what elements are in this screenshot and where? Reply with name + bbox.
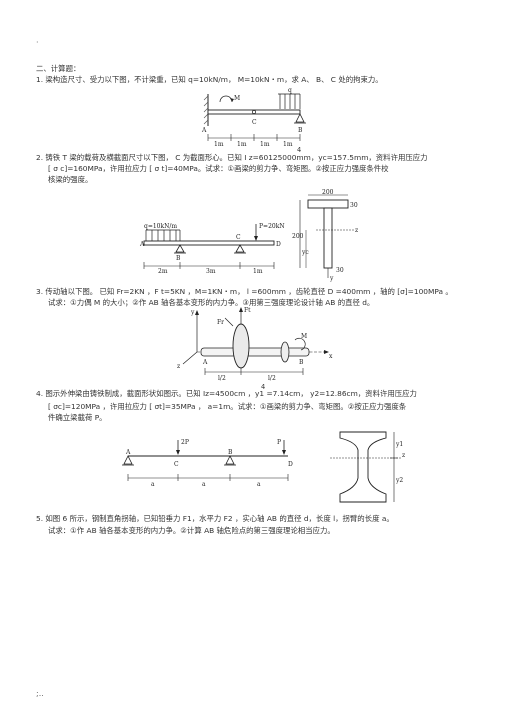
p3-axis-z: z xyxy=(177,363,180,370)
p3-axis-y: y xyxy=(190,309,195,316)
p4-sec-y1: y1 xyxy=(395,441,403,448)
p2-sec-yc: yc xyxy=(301,249,309,256)
p2-label-D: D xyxy=(276,241,281,248)
p1-label-B: B xyxy=(298,127,303,134)
problem-3-line-2: 试求：①力偶 M 的大小；②作 AB 轴各基本变形的内力争。③用第三强度理论设计… xyxy=(48,298,375,307)
p3-axis-x: x xyxy=(329,353,333,360)
p4-label-A: A xyxy=(125,449,131,456)
p4-label-B: B xyxy=(228,449,233,456)
p2-sec-z: z xyxy=(355,227,358,234)
problem-2-line-1: 2. 铸铁 T 梁的载荷及横截面尺寸以下图， C 为截面形心。已知 I z=60… xyxy=(36,153,428,162)
p2-sec-width: 200 xyxy=(322,189,334,196)
problem-3-line-1: 3. 传动轴以下图。 已知 Fr=2KN ，F t=5KN ，M=1KN・m， … xyxy=(36,287,453,296)
problem-2-beam-figure: q=10kN/m P=20kN A B C D 2m 3m 1m xyxy=(139,223,285,275)
p3-label-A: A xyxy=(202,359,208,366)
problem-4-sup: 4 xyxy=(261,383,266,391)
p2-label-C: C xyxy=(236,234,241,241)
section-title: 二、计算题： xyxy=(36,64,81,73)
p2-sec-y: y xyxy=(329,275,334,282)
p4-sec-y2: y2 xyxy=(395,477,403,484)
problem-4-beam-figure: 2P P A C B D a a a xyxy=(122,439,293,488)
p4-dim-2: a xyxy=(202,481,206,488)
problem-3-figure: y z x Fr Ft M A B l/2 l/2 xyxy=(177,307,333,382)
p3-force-Fr: Fr xyxy=(217,319,224,326)
problem-5-line-1: 5. 如图 6 所示，钢制直角拐轴，已知铅垂力 F1，水平力 F2 ，实心轴 A… xyxy=(36,514,394,523)
p2-label-P: P=20kN xyxy=(259,223,285,230)
p2-dim-2: 3m xyxy=(206,268,216,275)
p4-sec-z: z xyxy=(402,452,405,459)
p1-dim-2: 1m xyxy=(237,141,247,148)
page-bottom-mark: ;.. xyxy=(36,689,44,698)
p2-dim-1: 2m xyxy=(158,268,168,275)
p4-label-C: C xyxy=(174,461,179,468)
p1-dim-1: 1m xyxy=(214,141,224,148)
p3-force-Ft: Ft xyxy=(244,307,251,314)
p3-dim-half-1: l/2 xyxy=(218,375,226,382)
problem-5-line-2: 试求：①作 AB 轴各基本变形的内力争。②计算 AB 轴危险点的第三强度理论相当… xyxy=(48,526,335,535)
problem-2-line-3: 核梁的强度。 xyxy=(48,175,93,184)
problem-4-section-figure: z y1 y2 xyxy=(330,431,405,503)
problem-2-sup: 4 xyxy=(297,146,302,154)
p1-label-q: q xyxy=(288,87,292,94)
p2-sec-flange: 30 xyxy=(350,202,358,209)
p2-label-q: q=10kN/m xyxy=(144,223,177,230)
p3-label-M: M xyxy=(301,333,307,340)
p1-label-A: A xyxy=(201,127,207,134)
problem-2-line-2: [ σ c]=160MPa，许用拉应力 [ σ t]=40MPa。试求：①画梁的… xyxy=(48,164,389,173)
p2-sec-web: 30 xyxy=(336,267,344,274)
p2-label-B: B xyxy=(176,255,181,262)
problem-4-line-2: [ σc]=120MPa ，许用拉应力 [ σt]=35MPa ， a=1m。试… xyxy=(48,402,407,411)
problem-1-line-1: 1. 梁构造尺寸、受力以下图，不计梁重，已知 q=10kN/m， M=10kN・… xyxy=(36,75,383,84)
p2-sec-height: 200 xyxy=(292,233,304,240)
problem-4-line-3: 件确立梁截荷 P。 xyxy=(48,413,107,422)
p2-label-A: A xyxy=(139,241,145,248)
p4-load-P: P xyxy=(277,439,281,446)
p4-dim-1: a xyxy=(151,481,155,488)
p3-dim-half-2: l/2 xyxy=(268,375,276,382)
p1-label-C: C xyxy=(252,119,257,126)
p2-dim-3: 1m xyxy=(253,268,263,275)
p1-dim-3: 1m xyxy=(260,141,270,148)
problem-4-line-1: 4. 图示外伸梁由铸铁制成，截面形状如图示。已知 Iz=4500cm ，y1 =… xyxy=(36,389,417,398)
problem-1-figure: M q A C B 1m 1m 1m 1m xyxy=(201,87,306,148)
p4-label-D: D xyxy=(288,461,293,468)
problem-2-section-figure: 200 30 200 yc z 30 y xyxy=(292,189,358,282)
page-top-mark: · xyxy=(36,38,39,47)
p1-dim-4: 1m xyxy=(283,141,293,148)
p1-label-M: M xyxy=(234,95,240,102)
p4-dim-3: a xyxy=(257,481,261,488)
p4-load-2P: 2P xyxy=(181,439,189,446)
p3-label-B: B xyxy=(299,359,304,366)
